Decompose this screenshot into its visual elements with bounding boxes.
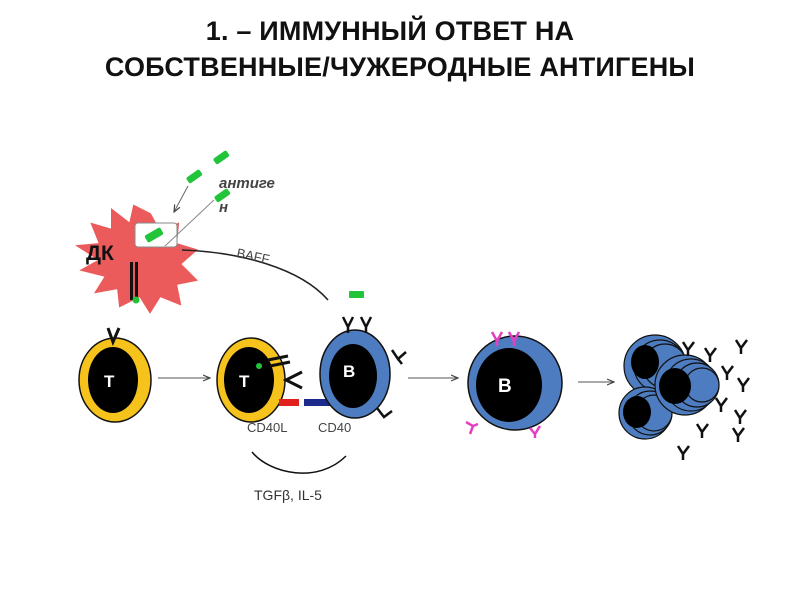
- b-cell-naive: B: [319, 316, 407, 419]
- t-cell-naive: T: [78, 327, 152, 423]
- plasma-cell-cluster: [618, 334, 720, 440]
- tcr-receptor-icon: [106, 327, 121, 347]
- cd40-label: CD40: [318, 420, 351, 435]
- antigen-label-line-1: антиге: [219, 175, 275, 192]
- b-cell-2-label: B: [498, 376, 512, 397]
- cd40l-bar: [279, 399, 299, 406]
- tcr-receptor-icon-2: [282, 370, 303, 390]
- dc-label: ДК: [86, 242, 114, 265]
- cd40-bar: [304, 399, 330, 406]
- antigen-label-line-2: н: [219, 199, 228, 216]
- antigen-fragment-1: [213, 150, 230, 165]
- baff-curve: [181, 249, 329, 301]
- b-cell-1-label: B: [343, 362, 355, 381]
- cytokine-label: TGFβ, IL-5: [254, 487, 322, 503]
- baff-label: BAFF: [235, 245, 271, 267]
- antigen-uptake-line: [164, 199, 215, 247]
- mhc-receptor: [130, 262, 140, 304]
- plasma-cell-right: [654, 354, 720, 416]
- t-cell-activated: T: [216, 337, 303, 423]
- pink-antibodies: [465, 331, 542, 438]
- secreted-antibodies: [676, 339, 750, 460]
- t-cell-2-label: T: [239, 372, 250, 391]
- cd40l-label: CD40L: [247, 420, 287, 435]
- antigen-fragment-4: [349, 291, 364, 298]
- cytokine-bracket: [251, 451, 347, 474]
- antigen-fragment-2: [186, 169, 203, 184]
- t-cell-1-label: T: [104, 372, 115, 391]
- antigen-on-dc: [144, 227, 164, 243]
- title-line-2: СОБСТВЕННЫЕ/ЧУЖЕРОДНЫЕ АНТИГЕНЫ: [104, 52, 696, 82]
- b-cell-activated: B: [465, 331, 563, 438]
- title-line-1: 1. – ИММУННЫЙ ОТВЕТ НА: [205, 16, 575, 46]
- antigen-uptake-arrow: [174, 185, 189, 212]
- antigen-fragment-3: [214, 188, 231, 203]
- plasma-cell-bottom: [618, 386, 673, 440]
